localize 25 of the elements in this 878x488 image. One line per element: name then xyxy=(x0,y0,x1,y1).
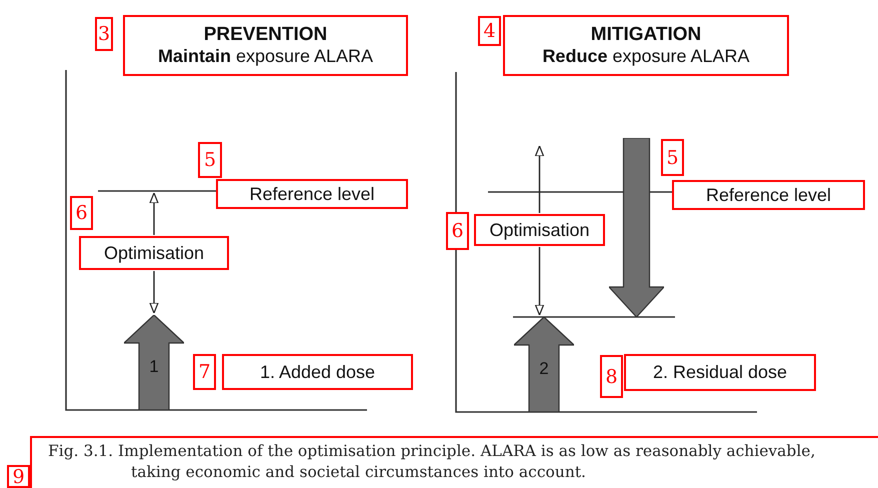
callout-number: 9 xyxy=(7,465,30,488)
callout-number: 5 xyxy=(661,139,684,176)
callout-number: 7 xyxy=(193,354,216,390)
text-box: Reference level xyxy=(216,179,408,209)
down-arrow xyxy=(609,138,664,317)
arrow xyxy=(149,192,159,235)
up-arrow: 1 xyxy=(124,315,184,410)
callout-number: 8 xyxy=(600,355,623,398)
callout-number: 5 xyxy=(198,142,222,178)
text-box: 1. Added dose xyxy=(222,354,413,390)
text-box: Reference level xyxy=(672,180,865,210)
up-arrow: 2 xyxy=(514,317,574,412)
callout-number: 3 xyxy=(95,17,113,51)
heading-box: PREVENTION Maintain exposure ALARA xyxy=(123,15,408,76)
arrow xyxy=(149,271,159,314)
arrow xyxy=(534,145,544,213)
callout-number: 6 xyxy=(70,196,93,230)
arrow xyxy=(534,247,544,316)
text-box: 2. Residual dose xyxy=(624,354,816,391)
callout-number: 4 xyxy=(478,16,501,46)
heading-box: MITIGATION Reduce exposure ALARA xyxy=(503,15,789,76)
callout-number: 6 xyxy=(446,212,469,250)
figure-caption: Fig. 3.1. Implementation of the optimisation principle. ALARA is as low as reasonably achievable, taking economic and societal circumstances into account. xyxy=(30,436,878,488)
text-box: Optimisation xyxy=(474,214,605,246)
text-box: Optimisation xyxy=(79,236,229,270)
